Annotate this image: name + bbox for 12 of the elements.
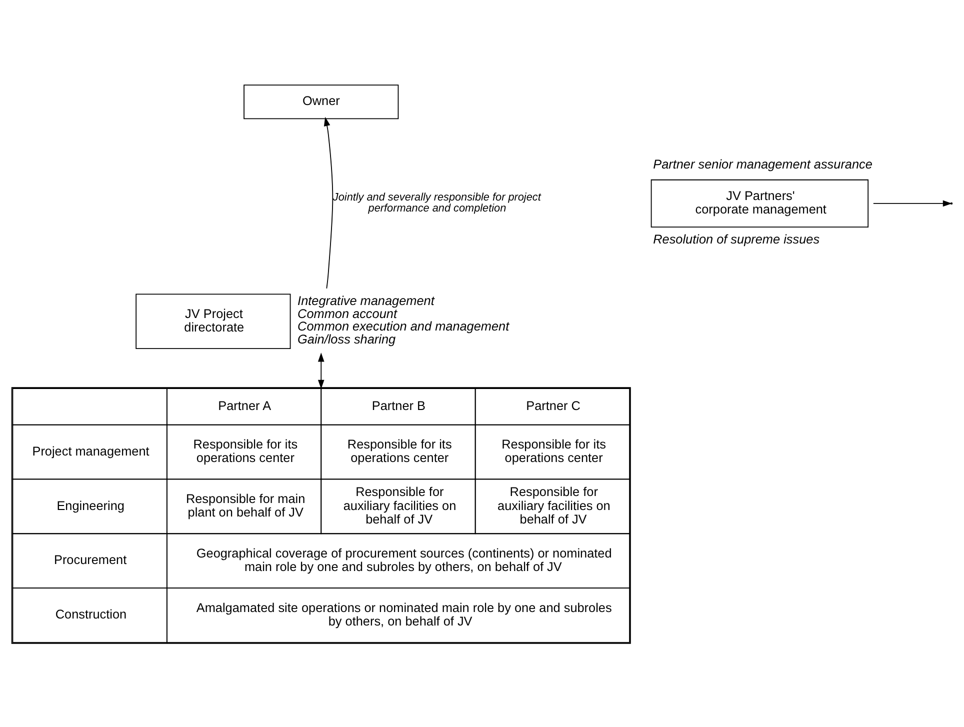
arrow [324,116,334,288]
node-label: Common execution and management [298,319,510,334]
node-box: JV Partners' corporate management [650,178,869,227]
edge-label: Jointly and severally responsible for project performance and completion [332,190,541,214]
node-label: Gain/loss sharing [298,332,396,346]
arrow [318,352,324,388]
node-label: Resolution of supreme issues [653,232,820,246]
node-box: JV Project directorate [136,293,291,349]
node-label: Integrative management [298,294,434,308]
node-box: Owner [244,84,399,119]
arrow [872,200,952,206]
node-label: Partner senior management assurance [653,156,872,171]
